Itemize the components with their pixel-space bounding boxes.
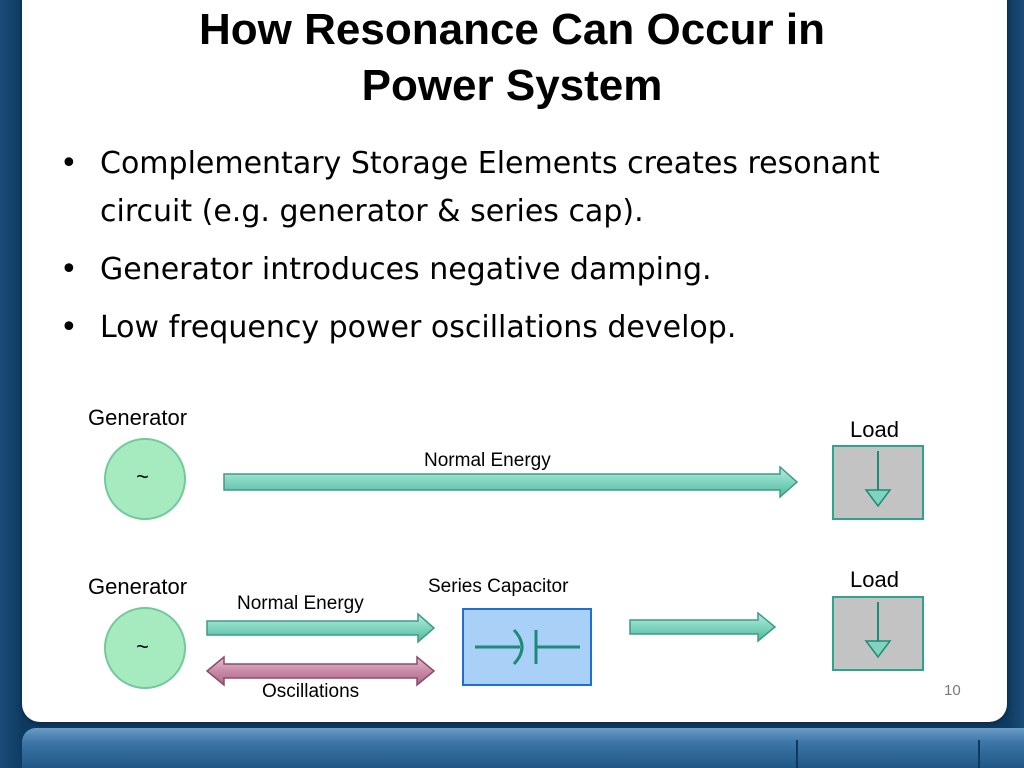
bullet-dot: • (60, 252, 78, 287)
generator-symbol: ~ (136, 634, 149, 659)
footer-bar (22, 728, 1024, 768)
generator-label: Generator (88, 574, 188, 599)
oscillations-arrow (205, 655, 436, 687)
load-label: Load (850, 417, 899, 442)
output-energy-arrow (629, 611, 777, 643)
series-capacitor-icon (462, 608, 592, 686)
slide-title: How Resonance Can Occur in Power System (40, 2, 984, 114)
load-label: Load (850, 567, 899, 592)
slide-frame-right (1006, 0, 1024, 768)
generator-label: Generator (88, 405, 188, 430)
generator-icon (104, 438, 186, 520)
normal-energy-arrow (206, 612, 436, 644)
load-icon (832, 445, 924, 520)
oscillations-label: Oscillations (262, 681, 360, 702)
bullet-text: Generator introduces negative damping. (100, 252, 712, 287)
load-icon (832, 596, 924, 671)
normal-energy-label: Normal Energy (424, 450, 551, 471)
slide-title-line-1: How Resonance Can Occur in (199, 5, 825, 54)
footer-divider (978, 740, 980, 768)
generator-symbol: ~ (136, 464, 149, 489)
footer-divider (796, 740, 798, 768)
normal-energy-arrow (223, 465, 799, 499)
bullet-text: Low frequency power oscillations develop… (100, 310, 737, 345)
bullet-item: • Low frequency power oscillations devel… (60, 304, 960, 352)
generator-icon (104, 607, 186, 689)
bullet-dot: • (60, 310, 78, 345)
bullet-text: Complementary Storage Elements creates r… (100, 146, 880, 229)
bullet-dot: • (60, 146, 78, 181)
bullet-item: • Complementary Storage Elements creates… (60, 140, 960, 236)
bullet-list: • Complementary Storage Elements creates… (60, 140, 960, 362)
series-capacitor-label: Series Capacitor (428, 576, 569, 597)
bullet-item: • Generator introduces negative damping. (60, 246, 960, 294)
normal-energy-label: Normal Energy (237, 593, 364, 614)
slide-title-line-2: Power System (361, 61, 663, 110)
slide-frame-left (0, 0, 24, 768)
page-number: 10 (944, 682, 961, 699)
